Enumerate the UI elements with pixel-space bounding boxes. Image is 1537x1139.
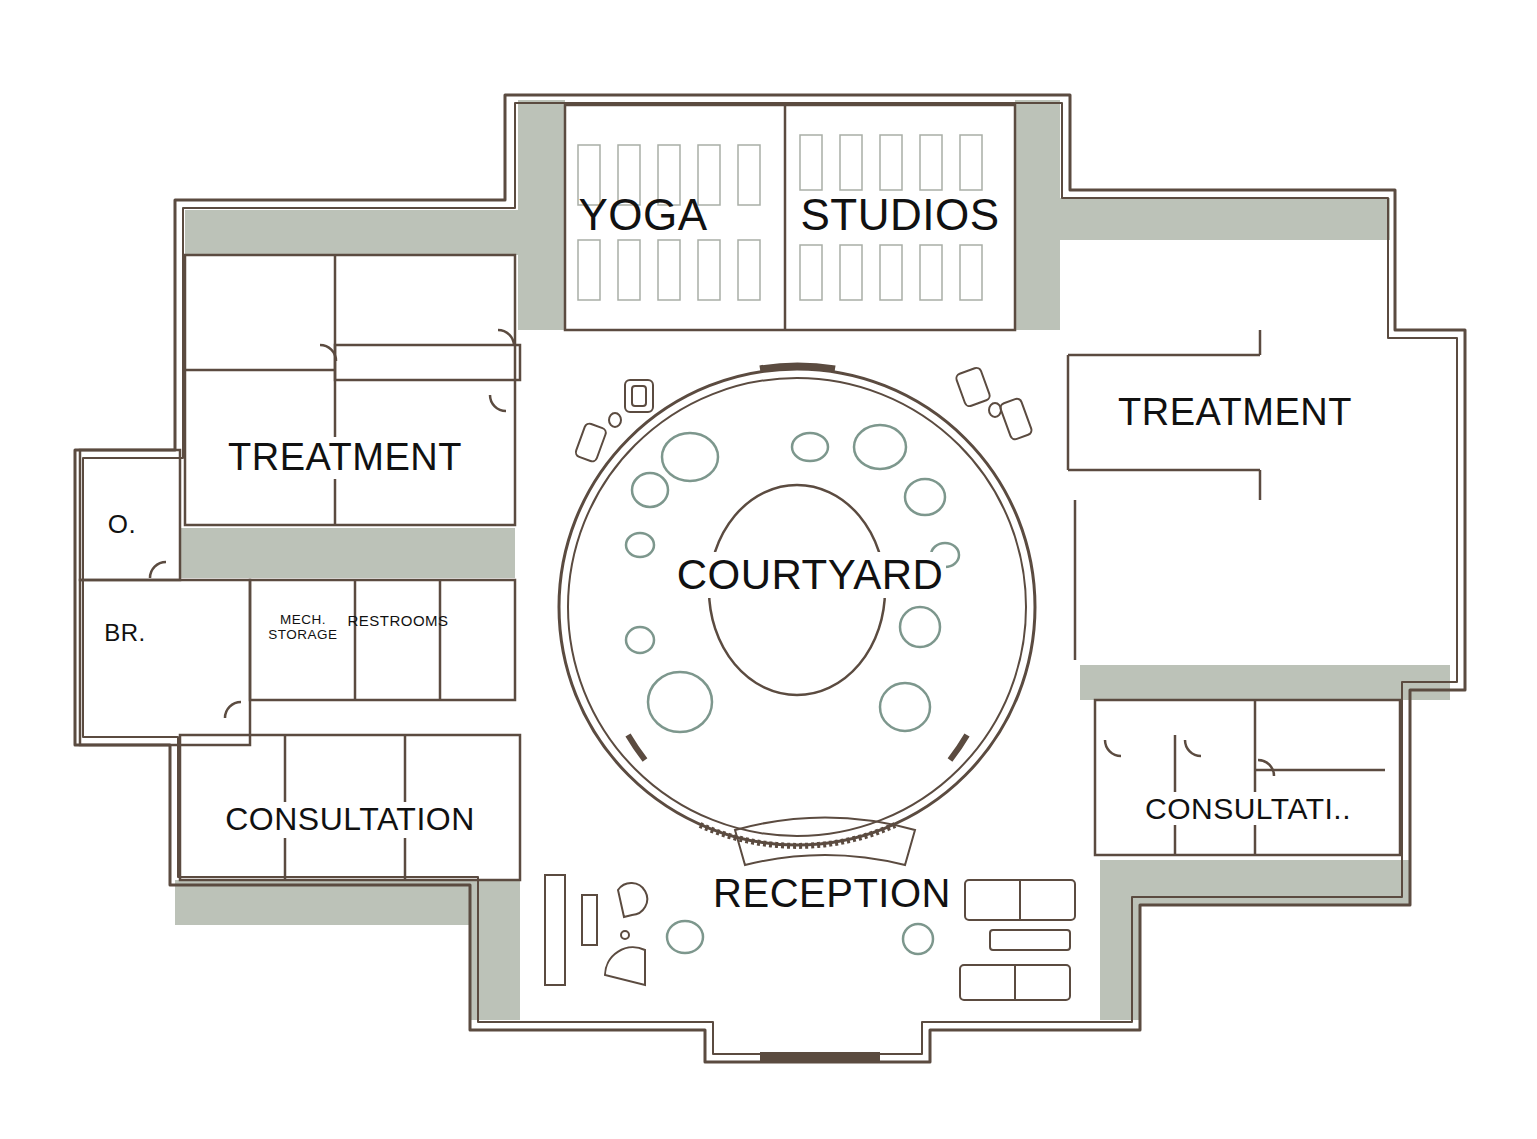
plants <box>626 425 959 954</box>
room-area: CONSULTATI.. <box>1103 778 1393 838</box>
room-area: MECH. STORAGE <box>248 593 358 663</box>
area-label: RECEPTION <box>710 871 954 915</box>
room-area: RESTROOMS <box>339 601 457 641</box>
room-area: TREATMENT <box>1085 383 1385 443</box>
room-label: O. <box>105 510 139 539</box>
furniture <box>545 367 1075 1000</box>
room-label: TREATMENT <box>1115 392 1355 434</box>
room-area: STUDIOS <box>790 180 1010 250</box>
room-label: CONSULTATION <box>222 802 478 837</box>
wall-bands <box>175 100 1450 1020</box>
room-label: RESTROOMS <box>344 613 451 630</box>
building-outline <box>75 95 1465 1062</box>
room-label: TREATMENT <box>225 437 465 479</box>
room-area: YOGA <box>543 180 743 250</box>
room-label: YOGA <box>575 191 710 239</box>
room-area: CONSULTATION <box>185 790 515 850</box>
area-label-box: RECEPTION <box>672 863 992 923</box>
entrance-door <box>760 1052 880 1062</box>
room-area: TREATMENT <box>185 428 505 488</box>
room-walls <box>80 105 1400 880</box>
courtyard-circle <box>559 366 1035 846</box>
room-area: O. <box>82 504 162 544</box>
room-area: BR. <box>80 613 170 653</box>
room-label: CONSULTATI.. <box>1142 792 1354 825</box>
room-label: MECH. STORAGE <box>248 613 358 643</box>
room-area: COURTYARD <box>645 545 975 605</box>
room-label: COURTYARD <box>674 552 947 598</box>
room-label: STUDIOS <box>797 191 1002 239</box>
room-label: BR. <box>101 620 149 646</box>
